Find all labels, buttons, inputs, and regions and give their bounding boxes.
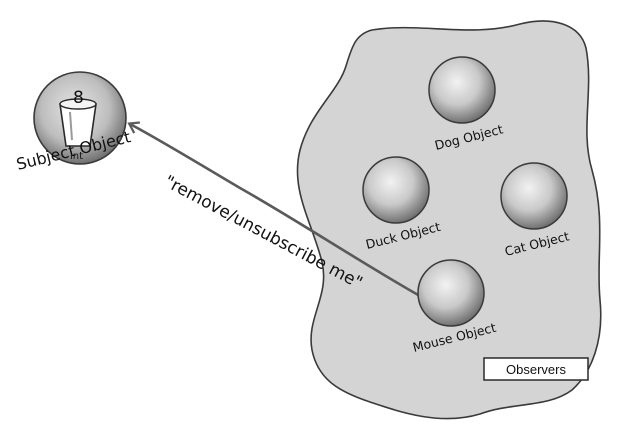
subject-object: 8 int Subject Object xyxy=(14,71,133,174)
unsubscribe-arrow xyxy=(127,121,421,298)
cat-sphere xyxy=(500,162,568,230)
observers-box-label: Observers xyxy=(506,362,566,377)
subject-value: 8 xyxy=(73,88,84,108)
dog-sphere xyxy=(428,56,496,124)
cat-observer: Cat Object xyxy=(500,162,571,259)
duck-sphere xyxy=(362,156,430,224)
subject-type-label: int xyxy=(70,151,83,162)
mouse-sphere xyxy=(417,259,485,327)
observers-box: Observers xyxy=(483,357,589,381)
observers-cloud xyxy=(296,20,602,420)
cup-icon xyxy=(59,98,97,147)
